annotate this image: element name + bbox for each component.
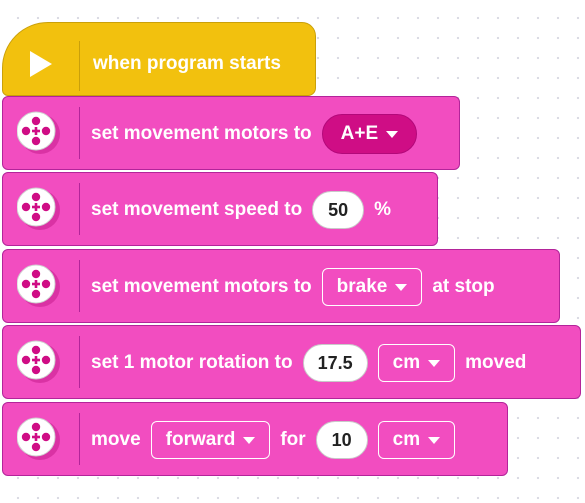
dropdown-value: A+E	[340, 123, 379, 144]
stop-action-dropdown[interactable]: brake	[321, 268, 423, 306]
block-divider	[79, 336, 80, 388]
distance-input[interactable]: 10	[315, 421, 368, 459]
block-divider	[79, 260, 80, 312]
set-movement-motors-block[interactable]: set movement motors to A+E	[2, 96, 460, 170]
block-text: set movement motors to	[91, 123, 312, 144]
caret-down-icon	[395, 283, 408, 291]
set-stop-action-block[interactable]: set movement motors to brake at stop	[2, 249, 560, 323]
motor-wheel-icon	[17, 187, 61, 231]
move-block[interactable]: move forward for 10 cm	[2, 402, 508, 476]
block-text: move	[91, 429, 141, 450]
play-icon	[30, 51, 52, 77]
caret-down-icon	[428, 436, 441, 444]
block-text: set 1 motor rotation to	[91, 352, 293, 373]
block-text: set movement motors to	[91, 276, 312, 297]
unit-label: %	[374, 199, 392, 220]
suffix-label: moved	[465, 352, 527, 373]
motor-port-dropdown[interactable]: A+E	[321, 114, 418, 154]
direction-dropdown[interactable]: forward	[150, 421, 271, 459]
unit-dropdown[interactable]: cm	[377, 344, 456, 382]
motor-wheel-icon	[17, 111, 61, 155]
caret-down-icon	[428, 359, 441, 367]
input-value: 10	[331, 429, 352, 450]
block-divider	[79, 413, 80, 465]
dropdown-value: cm	[392, 429, 421, 450]
hat-label: when program starts	[93, 53, 281, 74]
dropdown-value: forward	[165, 429, 236, 450]
set-movement-speed-block[interactable]: set movement speed to 50 %	[2, 172, 438, 246]
motor-wheel-icon	[17, 417, 61, 461]
block-text: set movement speed to	[91, 199, 303, 220]
when-program-starts-block[interactable]: when program starts	[2, 22, 316, 96]
dropdown-value: brake	[336, 276, 388, 297]
block-divider	[79, 107, 80, 159]
block-divider	[79, 183, 80, 235]
dropdown-value: cm	[392, 352, 421, 373]
input-value: 50	[328, 199, 349, 220]
caret-down-icon	[386, 130, 399, 138]
motor-wheel-icon	[17, 340, 61, 384]
input-value: 17.5	[317, 352, 353, 373]
block-divider	[79, 41, 80, 91]
speed-input[interactable]: 50	[312, 191, 365, 229]
caret-down-icon	[243, 436, 256, 444]
motor-wheel-icon	[17, 264, 61, 308]
unit-dropdown[interactable]: cm	[377, 421, 456, 459]
rotation-input[interactable]: 17.5	[302, 344, 368, 382]
suffix-label: at stop	[432, 276, 495, 297]
for-label: for	[280, 429, 306, 450]
set-motor-rotation-block[interactable]: set 1 motor rotation to 17.5 cm moved	[2, 325, 581, 399]
